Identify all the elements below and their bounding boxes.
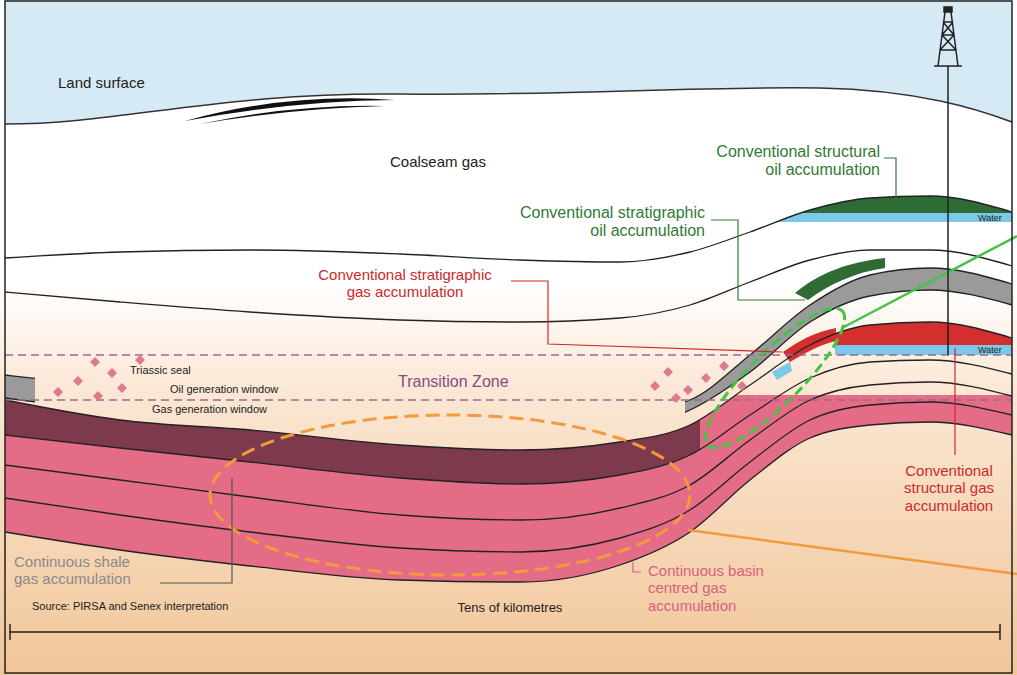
strata-boundary [5, 268, 1012, 420]
oil-window-line [5, 354, 1012, 356]
strata-boundary [5, 382, 1012, 520]
illustration-part [999, 624, 1001, 640]
gas-diamond [93, 391, 103, 401]
frame [5, 1, 1012, 673]
gas-diamond [73, 376, 83, 386]
illustration-part [934, 12, 962, 66]
gas-diamond [671, 393, 681, 403]
window-label: Oil generation window [170, 383, 278, 396]
leader-line [160, 478, 232, 583]
leader-line [884, 158, 896, 198]
strata-boundary [5, 402, 1012, 552]
scale-bar [10, 624, 1000, 640]
accumulation-label: Conventional stratigraphic gas accumulat… [305, 266, 505, 301]
highlight-ellipse [689, 292, 860, 463]
illustration-part [944, 7, 952, 12]
illustration-part [947, 66, 949, 355]
accumulation-label: Continuous shale gas accumulation [14, 553, 146, 588]
accumulation-label: Conventional stratigraphic oil accumulat… [505, 204, 705, 241]
gas-diamond [107, 368, 117, 378]
gas-diamond [90, 357, 100, 367]
gas-diamond [650, 381, 660, 391]
window-label: Gas generation window [152, 403, 267, 416]
strata-boundary [5, 290, 1012, 436]
gas-diamond [53, 387, 63, 397]
source-note: Source: PIRSA and Senex interpretation [32, 600, 228, 613]
structural-gas [835, 322, 1012, 345]
water [772, 362, 792, 380]
accumulation-label: Continuous basin centred gas accumulatio… [648, 562, 768, 614]
coal-seam [200, 106, 385, 124]
gas-diamond [663, 367, 673, 377]
gas-diamonds [53, 355, 747, 403]
surface-label: Land surface [58, 74, 145, 91]
highlight-ellipse [210, 415, 690, 575]
highlight-pointer [842, 236, 1017, 328]
illustration-part [9, 624, 11, 640]
strata-boundary [5, 250, 1012, 322]
gas-diamond [719, 361, 729, 371]
scale-label: Tens of kilometres [458, 601, 563, 616]
leader-line [633, 562, 641, 572]
gas-window-line [5, 399, 1012, 401]
strata-boundary [5, 422, 1012, 582]
accumulation-label: Conventional structural gas accumulation [890, 462, 1008, 514]
stratigraphic-oil [795, 258, 885, 300]
water [5, 213, 1012, 222]
zone-label: Transition Zone [398, 373, 509, 391]
illustration-part [10, 631, 1000, 633]
accumulation-label: Conventional structural oil accumulation [708, 143, 880, 180]
drilling-rig [934, 7, 962, 355]
gas-diamond [135, 355, 145, 365]
gas-diamond [117, 383, 127, 393]
water-label: Water [978, 345, 1002, 355]
strata-fills [5, 196, 1012, 582]
strata-boundary [5, 360, 1012, 484]
coal-seam [185, 98, 395, 121]
strata-lines [5, 196, 1012, 582]
gas-diamond [701, 373, 711, 383]
leader-line [511, 281, 782, 352]
water [835, 345, 1012, 355]
gas-diamond [683, 385, 693, 395]
layer-label: Coalseam gas [390, 153, 486, 170]
gas-diamond [737, 381, 747, 391]
leader-line [954, 348, 955, 455]
seal-label: Triassic seal [130, 364, 191, 377]
land-surface-line [5, 88, 1012, 124]
strata-boundary [5, 196, 1012, 262]
water-label: Water [978, 213, 1002, 223]
shale-gas-layer [5, 395, 700, 484]
sky [5, 0, 1012, 124]
structural-oil [5, 196, 1012, 213]
leader-line [711, 220, 805, 300]
